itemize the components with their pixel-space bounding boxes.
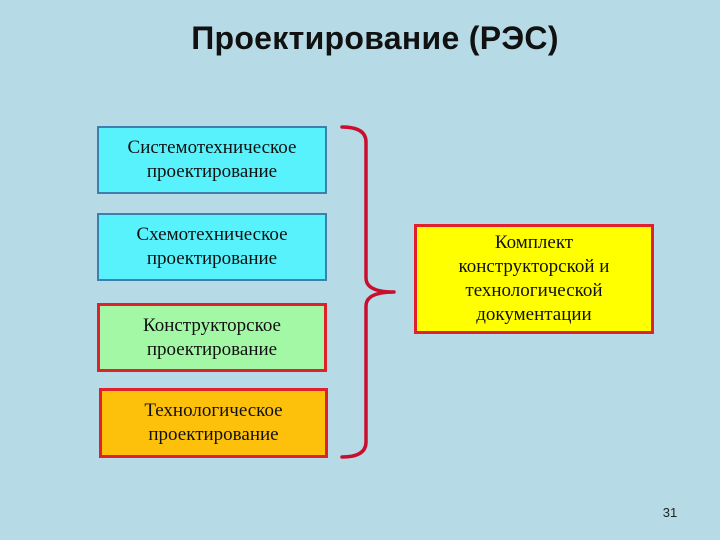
result-label-line: Комплект (494, 232, 574, 253)
curly-brace-icon (340, 125, 396, 459)
stage-box-technological-design: Технологическое проектирование (99, 388, 328, 458)
result-label-line: технологической (465, 280, 603, 301)
stage-label-line: проектирование (146, 248, 278, 269)
stage-label: Системотехническое проектирование (128, 136, 297, 184)
stage-box-constructive-design: Конструкторское проектирование (97, 303, 327, 372)
result-box-documentation-set: Комплект конструкторской и технологическ… (414, 224, 654, 334)
stage-label: Схемотехническое проектирование (136, 223, 287, 271)
result-label: Комплект конструкторской и технологическ… (459, 231, 610, 327)
page-number: 31 (662, 505, 678, 520)
stage-label-line: Схемотехническое (136, 224, 288, 245)
stage-label-line: проектирование (146, 161, 278, 182)
slide-title: Проектирование (РЭС) (191, 20, 559, 56)
stage-label-line: проектирование (146, 338, 278, 360)
stage-box-circuit-design: Схемотехническое проектирование (97, 213, 327, 281)
stage-box-system-engineering: Системотехническое проектирование (97, 126, 327, 194)
stage-label-line: проектирование (148, 424, 279, 445)
stage-label-line: Конструкторское (142, 314, 281, 336)
stage-label-line: Системотехническое (127, 137, 297, 158)
stage-label-line: Технологическое (144, 400, 283, 421)
stage-label: Технологическое проектирование (144, 399, 282, 447)
stage-label: Конструкторское проектирование (143, 314, 281, 362)
result-label-line: документации (476, 304, 592, 325)
result-label-line: конструкторской и (458, 256, 610, 277)
